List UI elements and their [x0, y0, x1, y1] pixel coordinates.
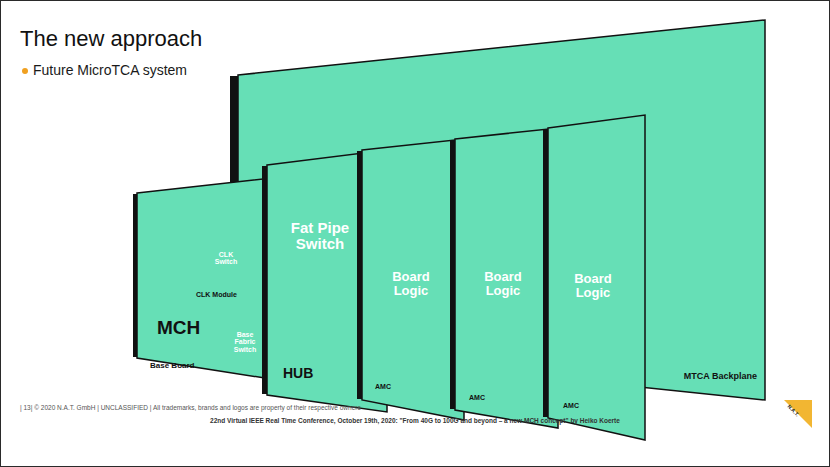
chip-label: CLK Switch: [208, 251, 244, 266]
chip-label: Fat Pipe Switch: [284, 220, 356, 252]
card-face: [548, 115, 645, 440]
footer-conference: 22nd Virtual IEEE Real Time Conference, …: [210, 417, 620, 424]
card-label: MTCA Backplane: [684, 372, 757, 382]
bullet-text: Future MicroTCA system: [33, 63, 187, 78]
card-edge: [543, 129, 548, 417]
card-label: Base Board: [150, 362, 194, 371]
chip-label: Board Logic: [382, 270, 440, 297]
bullet-dot: [22, 68, 28, 74]
card-label: AMC: [375, 383, 391, 391]
amc-card: Board LogicAMC: [362, 140, 464, 420]
amc-card: Board LogicAMC: [455, 128, 558, 428]
chip-label: Board Logic: [562, 272, 624, 299]
card-label: CLK Module: [196, 291, 237, 299]
card-edge: [450, 140, 455, 409]
chip-label: Base Fabric Switch: [228, 331, 262, 353]
card-face: [455, 128, 558, 428]
card-label: AMC: [563, 402, 579, 410]
logo-triangle: [784, 400, 812, 428]
card-edge: [262, 166, 267, 394]
card-label: AMC: [469, 394, 485, 402]
amc-card: Board LogicAMC: [548, 115, 646, 440]
slide-title: The new approach: [20, 27, 202, 51]
card-face: [362, 139, 464, 420]
chip-label: Board Logic: [474, 270, 532, 297]
card-edge: [133, 194, 137, 357]
card-label: HUB: [283, 366, 313, 381]
card-label: MCH: [157, 318, 200, 339]
card-edge: [357, 151, 362, 399]
footer-note: | 13| © 2020 N.A.T. GmbH | UNCLASSIFIED …: [20, 404, 361, 411]
